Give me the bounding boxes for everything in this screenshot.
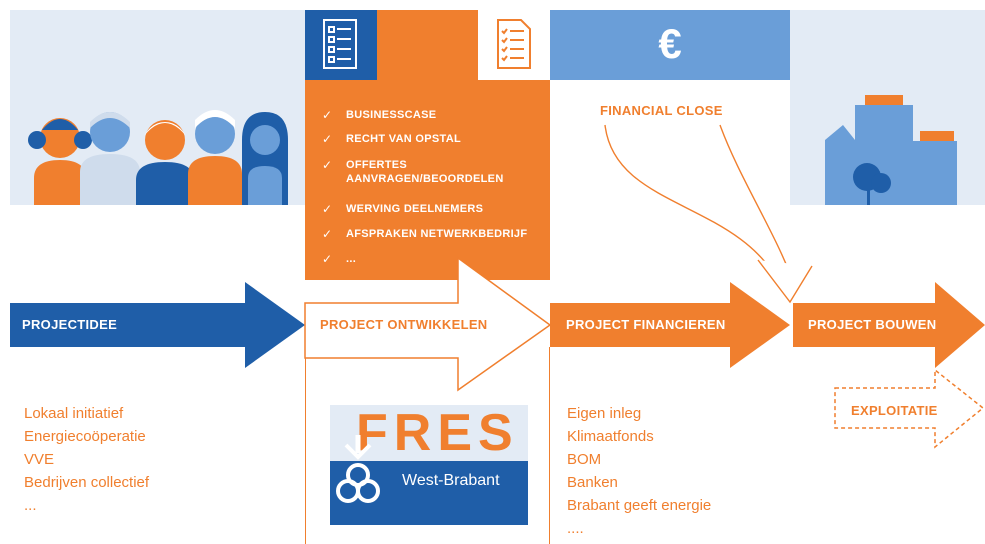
list-item: Brabant geeft energie (567, 497, 712, 514)
fres-logo-subtitle: West-Brabant (402, 472, 500, 489)
checklist-icon (323, 19, 357, 69)
development-tasks-panel (305, 80, 550, 280)
financiers-list: Eigen inleg Klimaatfonds BOM Banken Brab… (567, 402, 711, 540)
building-illustration (825, 95, 957, 205)
euro-icon: € (658, 20, 682, 67)
list-item: Lokaal initiatief (24, 405, 124, 422)
financial-close-arrows (604, 124, 813, 304)
step-project-bouwen: PROJECT BOUWEN (808, 317, 937, 332)
step-project-financieren: PROJECT FINANCIEREN (566, 317, 726, 332)
initiators-list: Lokaal initiatief Energiecoöperatie VVE … (24, 402, 149, 517)
step-project-ontwikkelen: PROJECT ONTWIKKELEN (320, 317, 488, 332)
people-illustration (28, 110, 288, 205)
list-item: Bedrijven collectief (24, 474, 150, 491)
list-item: Banken (567, 474, 618, 491)
list-item: Klimaatfonds (567, 428, 654, 445)
list-item: .... (567, 520, 584, 537)
list-item: ... (24, 497, 37, 514)
financial-close-label: FINANCIAL CLOSE (600, 103, 723, 118)
step-exploitatie: EXPLOITATIE (851, 403, 938, 418)
list-item: Energiecoöperatie (24, 428, 146, 445)
step-projectidee: PROJECTIDEE (22, 317, 118, 332)
fres-logo: FRES West-Brabant (330, 405, 528, 525)
euro-tile (550, 10, 790, 80)
list-item: Eigen inleg (567, 405, 642, 422)
fres-logo-title: FRES (356, 404, 519, 462)
fres-logo-bottom (330, 461, 528, 525)
list-item: BOM (567, 451, 602, 468)
document-checklist-icon (497, 19, 531, 69)
fres-logo-emblem (336, 435, 380, 503)
list-item: VVE (24, 451, 55, 468)
